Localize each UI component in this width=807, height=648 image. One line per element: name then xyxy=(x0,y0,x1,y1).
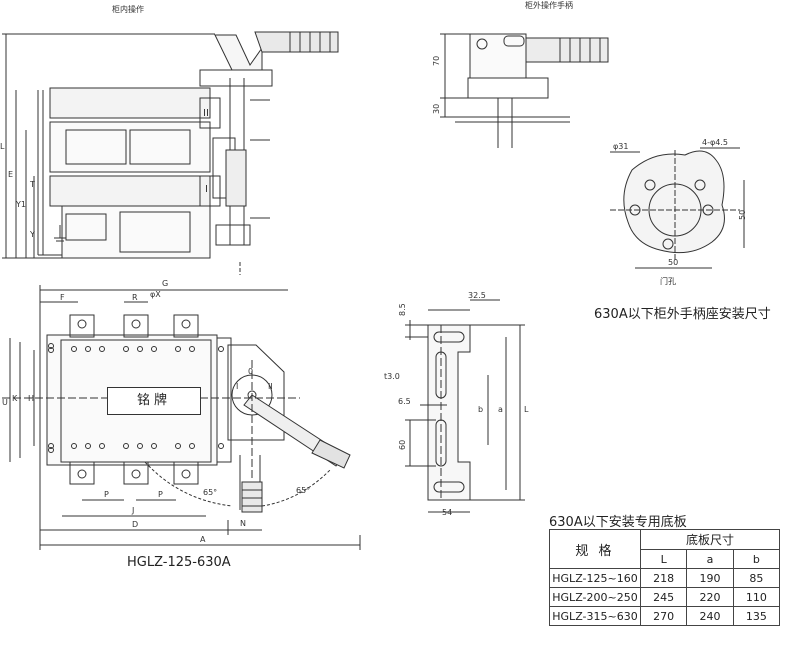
dim-K: K xyxy=(12,394,18,403)
dim-50-horiz: 50 xyxy=(668,258,679,267)
external-handle-caption: 柜外操作手柄 xyxy=(525,1,573,10)
dim-6-5: 6.5 xyxy=(398,397,411,406)
dim-t3-0: t3.0 xyxy=(384,372,400,381)
dim-phiX: φX xyxy=(150,290,161,299)
spec-b: 110 xyxy=(732,587,781,607)
dim-50-vert: 50 xyxy=(738,209,747,220)
dim-Y1: Y1 xyxy=(16,200,26,209)
dim-P2: P xyxy=(158,490,163,499)
spec-a: 190 xyxy=(686,568,734,588)
dim-T: T xyxy=(30,180,35,189)
table-row: HGLZ-125~160 218 190 85 xyxy=(549,568,781,588)
mounting-plate-drawing xyxy=(405,299,525,513)
dim-L-side: L xyxy=(0,142,5,151)
model-title: HGLZ-125-630A xyxy=(127,555,231,570)
switch-label-I: I xyxy=(205,184,208,195)
dim-phi31: φ31 xyxy=(613,142,629,151)
nameplate-label: 铭牌 xyxy=(107,387,201,415)
angle-left: 65° xyxy=(203,488,218,497)
external-handle-drawing xyxy=(440,33,609,148)
spec-L: 270 xyxy=(639,606,688,626)
dim-30: 30 xyxy=(432,103,441,114)
dim-L-plate: L xyxy=(524,405,529,414)
dim-Y: Y xyxy=(30,230,35,239)
spec-group-header: 底板尺寸 xyxy=(640,529,780,550)
cabinet-inside-caption: 柜内操作 xyxy=(112,5,144,14)
dim-R: R xyxy=(132,293,138,302)
dial-mark-II: II xyxy=(268,382,273,391)
dim-60: 60 xyxy=(398,439,407,450)
dim-J: J xyxy=(132,506,135,515)
dim-E: E xyxy=(8,170,14,179)
dim-U: U xyxy=(2,398,8,407)
dim-A: A xyxy=(200,535,206,544)
spec-a: 220 xyxy=(686,587,734,607)
spec-row-header: 规 格 xyxy=(549,529,641,569)
dim-D: D xyxy=(132,520,139,529)
dim-F: F xyxy=(60,293,65,302)
dim-N: N xyxy=(240,519,246,528)
spec-col-b: b xyxy=(732,549,781,569)
table-row: HGLZ-200~250 245 220 110 xyxy=(549,587,781,607)
dim-54: 54 xyxy=(442,508,453,517)
dial-mark-I: I xyxy=(236,382,239,391)
dim-b: b xyxy=(478,405,484,414)
spec-a: 240 xyxy=(686,606,734,626)
spec-b: 135 xyxy=(732,606,781,626)
dim-32-5: 32.5 xyxy=(468,291,486,300)
dim-70: 70 xyxy=(432,55,441,66)
door-hole-caption: 门孔 xyxy=(660,277,676,286)
dim-4-phi4-5: 4-φ4.5 xyxy=(702,138,728,147)
table-row: HGLZ-315~630 270 240 135 xyxy=(549,606,781,626)
dim-a: a xyxy=(498,405,503,414)
table-title: 630A以下安装专用底板 xyxy=(549,515,687,530)
dim-P1: P xyxy=(104,490,109,499)
front-view-drawing xyxy=(2,285,361,550)
dim-H: H xyxy=(28,394,35,403)
angle-right: 65° xyxy=(296,486,311,495)
spec-model: HGLZ-315~630 xyxy=(549,606,641,626)
side-view-drawing xyxy=(2,31,339,275)
spec-L: 245 xyxy=(639,587,688,607)
handle-seat-title: 630A以下柜外手柄座安装尺寸 xyxy=(594,307,771,322)
spec-L: 218 xyxy=(639,568,688,588)
dim-8-5: 8.5 xyxy=(398,303,407,316)
spec-model: HGLZ-125~160 xyxy=(549,568,641,588)
spec-col-L: L xyxy=(639,549,688,569)
dial-mark-0: 0 xyxy=(248,367,254,376)
door-hole-drawing xyxy=(610,147,745,269)
switch-label-II: II xyxy=(203,108,209,119)
spec-table: 规 格 底板尺寸 L a b HGLZ-125~160 218 190 85 H… xyxy=(549,529,781,626)
spec-model: HGLZ-200~250 xyxy=(549,587,641,607)
spec-b: 85 xyxy=(732,568,781,588)
dim-G: G xyxy=(162,279,169,288)
spec-col-a: a xyxy=(686,549,734,569)
